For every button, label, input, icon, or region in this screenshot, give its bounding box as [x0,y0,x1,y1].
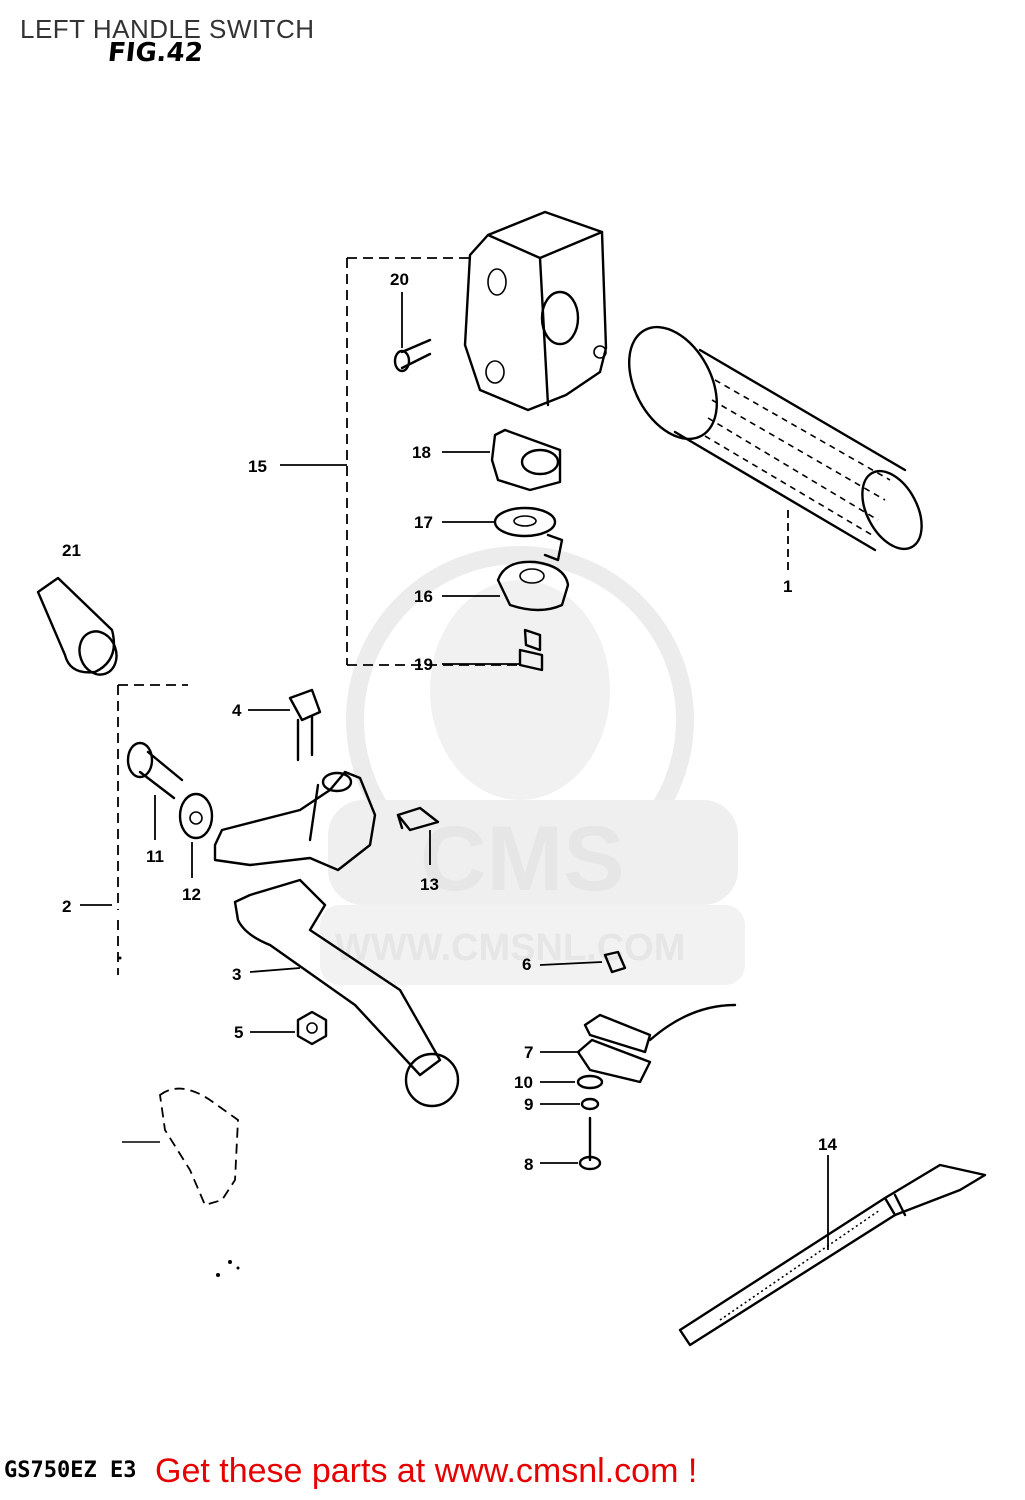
screw-6 [603,950,627,974]
cable-tie-14 [678,1163,987,1347]
callout-labels: 1 2 3 4 5 6 7 8 9 10 11 12 13 14 15 16 1… [62,270,837,1174]
lever-holder [213,770,377,872]
screw-8 [578,1116,602,1171]
promo-link[interactable]: Get these parts at www.cmsnl.com ! [155,1452,698,1490]
callout-17: 17 [414,513,433,532]
callout-9: 9 [524,1095,533,1114]
callout-15: 15 [248,457,267,476]
lever-cover [122,1087,239,1207]
washer-9 [580,1097,600,1111]
washer-10 [576,1074,604,1090]
callout-14: 14 [818,1135,837,1154]
callout-2: 2 [62,897,71,916]
screw-19 [518,628,544,672]
switch-housing [463,210,608,412]
page-title: LEFT HANDLE SWITCH [20,14,315,44]
callout-3: 3 [232,965,241,984]
screw-13 [396,806,440,832]
callout-1: 1 [783,577,792,596]
bolt-11 [126,741,184,800]
callout-8: 8 [524,1155,533,1174]
bushing-12 [178,792,214,840]
callout-4: 4 [232,701,242,720]
callout-19: 19 [414,655,433,674]
screw-20 [393,338,432,373]
cable-clamp-18 [490,428,562,492]
collar-16 [496,560,570,612]
leader-lines [80,292,829,1250]
callout-20: 20 [390,270,409,289]
grip-1 [627,325,923,552]
callout-11: 11 [146,847,164,866]
cap-21 [36,576,118,676]
stray-marks [118,956,240,1277]
model-code: GS750EZ E3 [4,1458,137,1483]
callout-13: 13 [420,875,439,894]
clutch-lever-3 [233,878,460,1108]
callout-12: 12 [182,885,201,904]
callout-10: 10 [514,1073,533,1092]
starter-switch-7 [576,1003,737,1084]
callout-21: 21 [62,541,81,560]
bolt-4 [288,688,322,762]
callout-18: 18 [412,443,431,462]
callout-16: 16 [414,587,433,606]
callout-6: 6 [522,955,531,974]
callout-7: 7 [524,1043,533,1062]
watermark: CMS WWW.CMSNL.COM [320,546,745,985]
nut-5 [296,1010,328,1046]
watermark-brand: CMS [420,808,624,910]
watermark-url: WWW.CMSNL.COM [335,927,685,969]
callout-5: 5 [234,1023,243,1042]
